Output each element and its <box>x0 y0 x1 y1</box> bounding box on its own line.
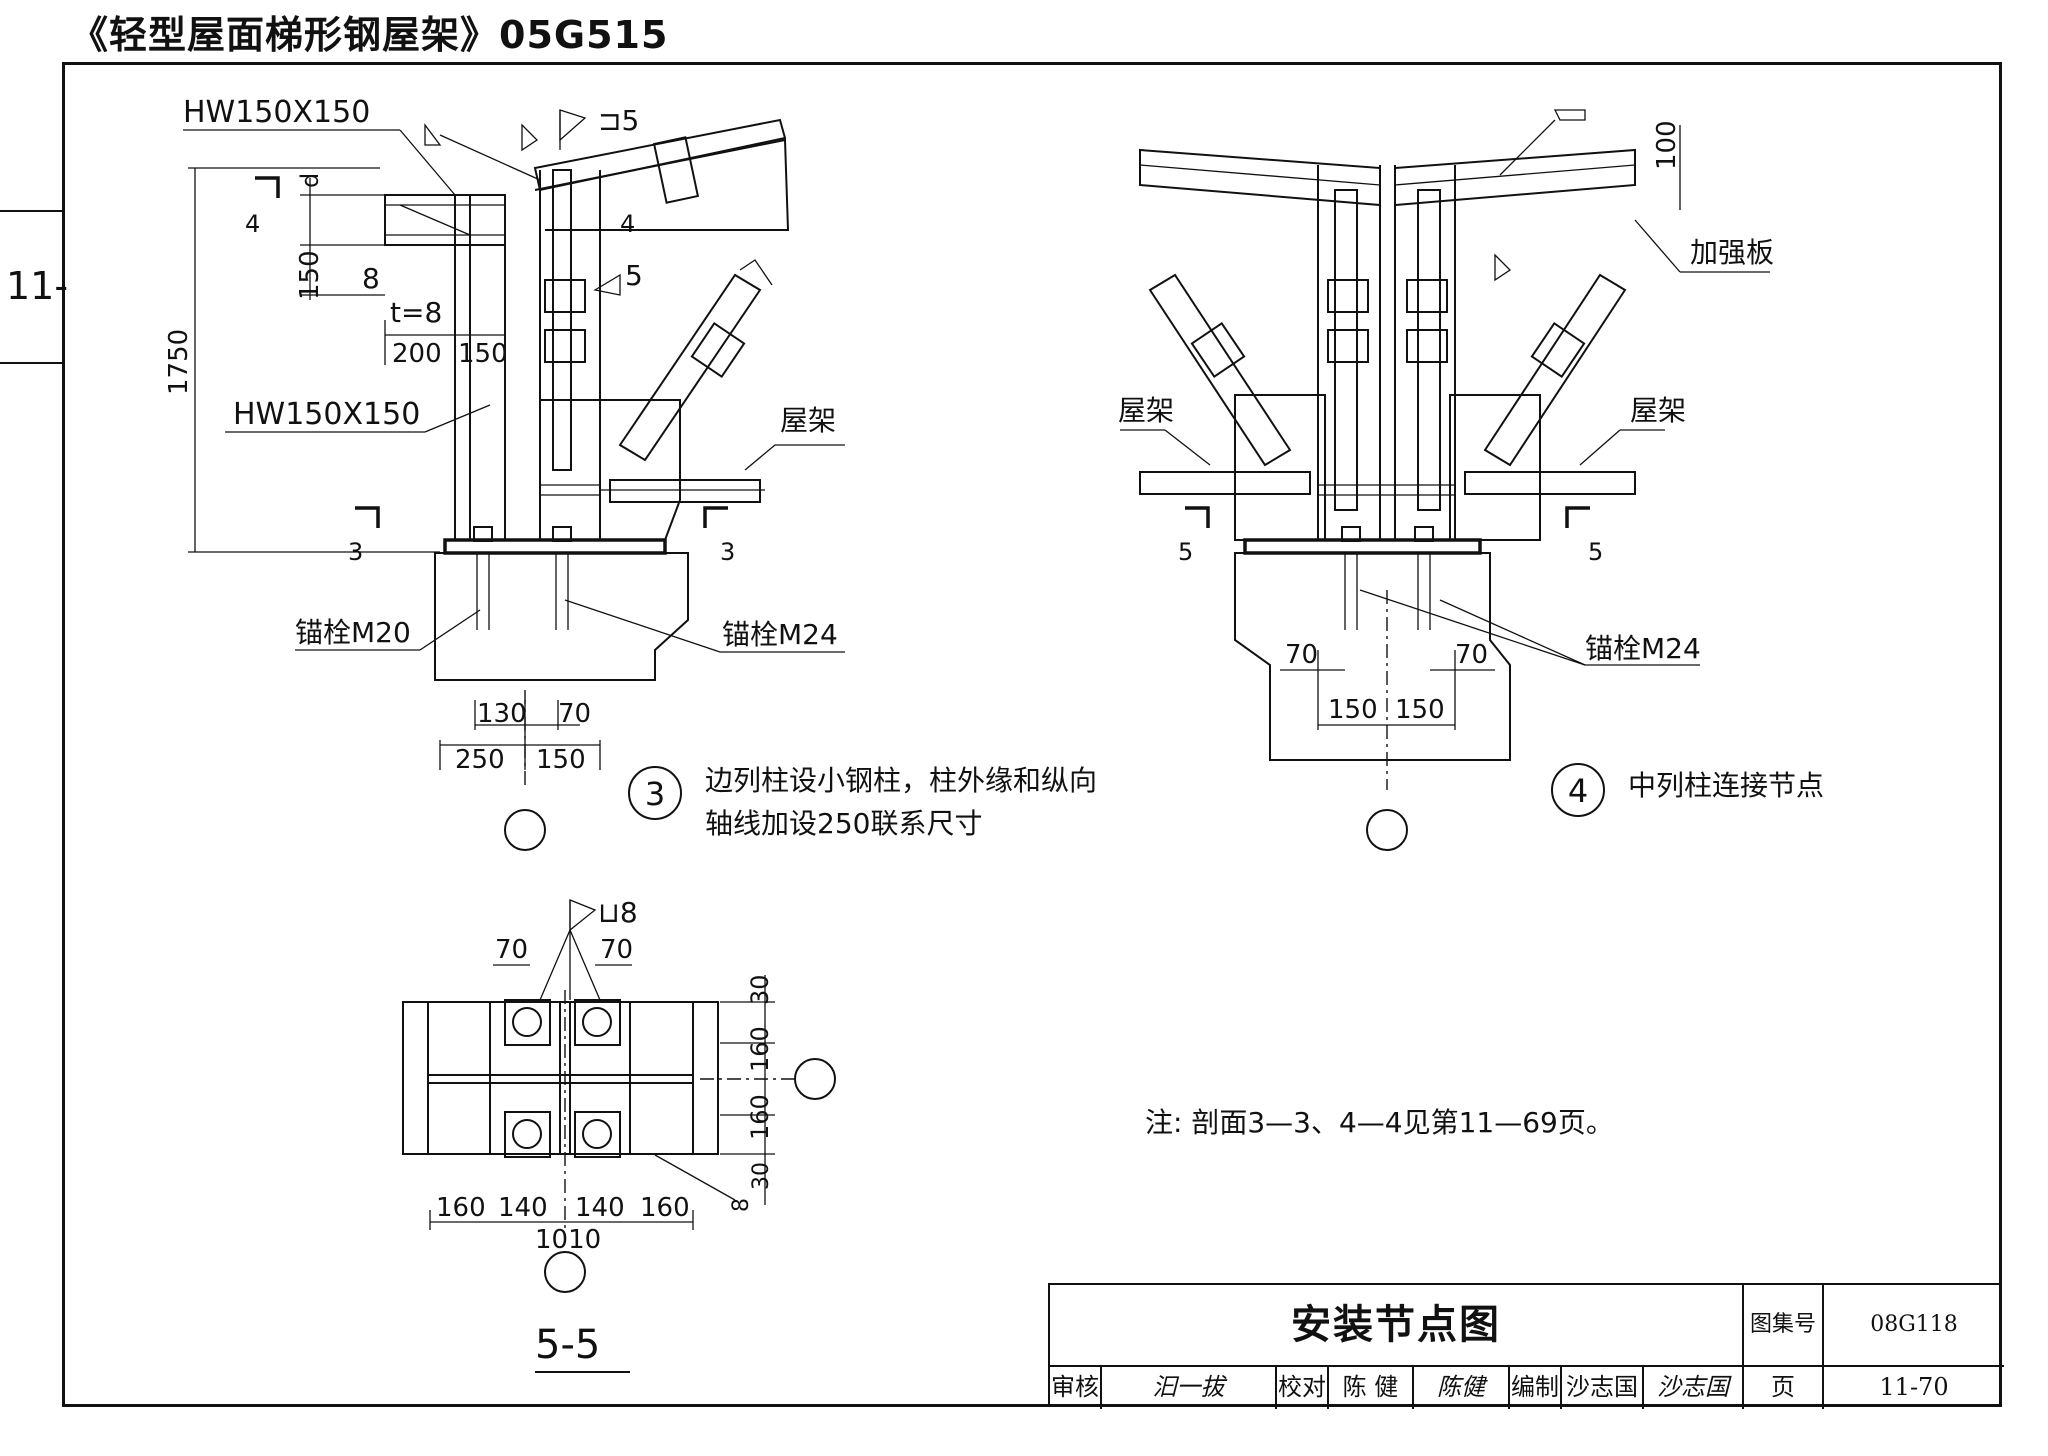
dim-1010: 1010 <box>535 1225 601 1255</box>
bottom-chord-4-right <box>1464 471 1636 495</box>
sec-5a: 5 <box>1178 538 1193 566</box>
top-chord-4-left <box>1139 148 1381 207</box>
label-truss-4-left: 屋架 <box>1118 394 1174 427</box>
page-title: 《轻型屋面梯形钢屋架》05G515 <box>70 13 669 57</box>
top-chord-4-right <box>1394 148 1636 207</box>
dim-t8: t=8 <box>390 296 442 329</box>
dim-140-left: 140 <box>498 1193 548 1223</box>
review-label: 审核 <box>1050 1367 1102 1409</box>
drawing-frame <box>62 62 2002 1407</box>
axis-bubble-4 <box>1366 809 1408 851</box>
note: 注: 剖面3—3、4—4见第11—69页。 <box>1145 1106 1614 1139</box>
label-hw-col: HW150X150 <box>233 397 420 432</box>
dim-250: 250 <box>455 745 505 775</box>
caption-3-line2: 轴线加设250联系尺寸 <box>705 807 982 840</box>
top-chord-3 <box>533 118 787 192</box>
dim-70-3: 70 <box>558 699 591 729</box>
axis-bubble-55-bottom <box>544 1251 586 1293</box>
weld-8: ⊔8 <box>598 896 638 929</box>
page-label: 页 <box>1744 1367 1824 1409</box>
title-block: 安装节点图 图集号 08G118 审核 汩一拔 校对 陈 健 陈健 编制 沙志国… <box>1048 1283 2004 1409</box>
dim-8: 8 <box>362 262 380 295</box>
detail-number-4 <box>1551 763 1605 817</box>
label-anchor-m24-4: 锚栓M24 <box>1585 632 1701 665</box>
sec-4a: 4 <box>245 210 260 238</box>
diagonal-4-right <box>1483 273 1627 467</box>
section-55-label: 5-5 <box>535 1322 600 1368</box>
sec-3b: 3 <box>720 538 735 566</box>
side-tab: 11- <box>0 210 68 364</box>
dim-70b-55: 70 <box>600 935 633 965</box>
sec-3a: 3 <box>348 538 363 566</box>
page-value: 11-70 <box>1879 1373 1949 1401</box>
detail-3: HW150X150 HW150X150 ⊐5 5 d 150 8 t=8 200… <box>164 95 1097 851</box>
label-stiffener: 加强板 <box>1690 236 1774 269</box>
drawing-name: 安装节点图 <box>1050 1285 1744 1367</box>
caption-3-line1: 边列柱设小钢柱，柱外缘和纵向 <box>705 764 1097 797</box>
dim-150b-3: 150 <box>536 745 586 775</box>
dim-130: 130 <box>477 699 527 729</box>
dim-70a-4: 70 <box>1285 640 1318 670</box>
signature-row: 审核 汩一拔 校对 陈 健 陈健 编制 沙志国 沙志国 页 11-70 <box>1050 1367 2004 1409</box>
dim-1750: 1750 <box>164 329 194 395</box>
label-truss-3: 屋架 <box>780 404 836 437</box>
edit-signature: 沙志国 <box>1644 1367 1744 1409</box>
label-anchor-m24-3: 锚栓M24 <box>722 618 838 651</box>
section-5-5: ⊔8 70 70 30 160 160 30 8 160 140 140 160… <box>402 896 836 1373</box>
foundation-pedestal-3 <box>434 552 689 681</box>
sec-4b: 4 <box>620 210 635 238</box>
dim-70a-55: 70 <box>495 935 528 965</box>
dim-160-left: 160 <box>436 1193 486 1223</box>
check-name: 陈 健 <box>1329 1367 1414 1409</box>
dim-200: 200 <box>392 339 442 369</box>
sec-5b: 5 <box>1588 538 1603 566</box>
weld-5a: ⊐5 <box>598 104 639 137</box>
detail-4: 100 加强板 屋架 屋架 5 5 锚栓M24 70 70 150 150 4 … <box>1118 109 1824 851</box>
axis-bubble-55-right <box>794 1058 836 1100</box>
detail-number-3-text: 3 <box>645 775 665 813</box>
dim-8-55: 8 <box>729 1198 754 1212</box>
review-signature: 汩一拔 <box>1102 1367 1277 1409</box>
dim-160-right: 160 <box>640 1193 690 1223</box>
top-beam-3 <box>384 194 506 246</box>
dim-d: d <box>296 173 324 188</box>
check-signature: 陈健 <box>1414 1367 1510 1409</box>
label-truss-4-right: 屋架 <box>1630 394 1686 427</box>
detail-number-4-text: 4 <box>1568 772 1588 810</box>
check-label: 校对 <box>1277 1367 1329 1409</box>
detail-number-3 <box>628 766 682 820</box>
bottom-chord-4-left <box>1139 471 1311 495</box>
atlas-value: 08G118 <box>1824 1285 2004 1367</box>
foundation-pedestal-4 <box>1234 552 1511 761</box>
diagonal-brace-3 <box>618 273 762 462</box>
dim-140-right: 140 <box>575 1193 625 1223</box>
dim-160a: 160 <box>746 1026 774 1072</box>
dim-150v: 150 <box>295 250 325 300</box>
weld-5b: 5 <box>625 259 643 292</box>
dim-30a: 30 <box>746 974 774 1005</box>
dim-150a-4: 150 <box>1328 695 1378 725</box>
atlas-label: 图集号 <box>1744 1285 1824 1367</box>
edit-name: 沙志国 <box>1562 1367 1644 1409</box>
axis-bubble-3 <box>504 809 546 851</box>
caption-4: 中列柱连接节点 <box>1628 769 1824 802</box>
diagonal-4-left <box>1148 273 1292 467</box>
label-anchor-m20: 锚栓M20 <box>295 616 411 649</box>
dim-70b-4: 70 <box>1455 640 1488 670</box>
edit-label: 编制 <box>1510 1367 1562 1409</box>
base-plate-4 <box>1243 538 1482 555</box>
dim-150h: 150 <box>458 339 508 369</box>
dim-160b: 160 <box>746 1094 774 1140</box>
side-tab-label: 11- <box>6 264 69 308</box>
bottom-chord-3 <box>609 479 761 503</box>
dim-100: 100 <box>1652 120 1682 170</box>
dim-150b-4: 150 <box>1395 695 1445 725</box>
dim-30b: 30 <box>749 1162 774 1190</box>
label-hw-top: HW150X150 <box>183 95 370 130</box>
